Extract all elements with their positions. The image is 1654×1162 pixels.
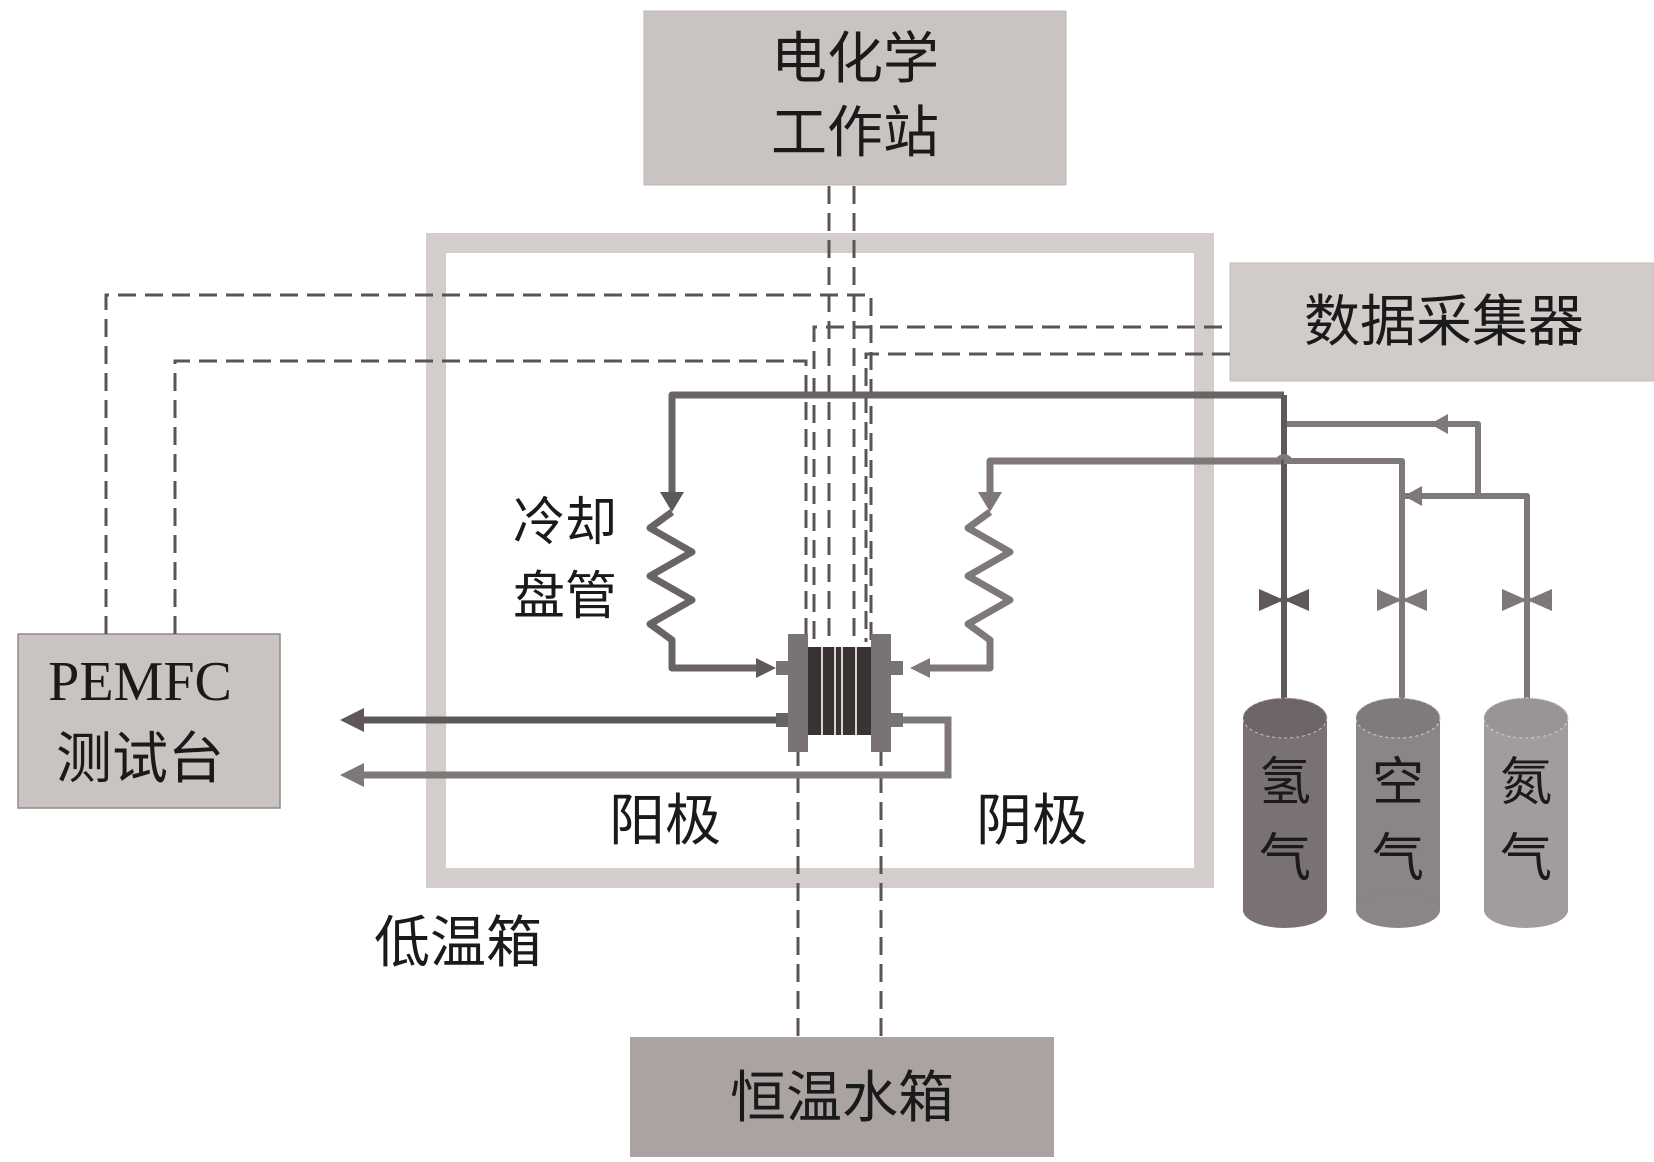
- anode-label: 阳极: [609, 789, 721, 854]
- fuel-cell-stack: [776, 634, 903, 752]
- air-label-line2: 气: [1372, 829, 1424, 889]
- daq-signal-line-1: [812, 325, 1222, 642]
- data-acquisition-label: 数据采集器: [1304, 290, 1584, 355]
- cooling-coil-right: [926, 457, 1284, 672]
- nitrogen-valve-icon[interactable]: [1502, 589, 1552, 611]
- cooling-coil-right-down-arrow: [978, 492, 1002, 512]
- nitrogen-to-hydrogen-arrow: [1430, 414, 1448, 434]
- low-temp-chamber: [426, 233, 1214, 888]
- pemfc-test-bench-label-line2: 测试台: [56, 727, 224, 792]
- stack-inlet-arrow-left: [756, 658, 776, 678]
- air-valve-icon[interactable]: [1377, 589, 1427, 611]
- electrochemical-workstation-box: 电化学 工作站: [643, 10, 1067, 186]
- nitrogen-purge-line-1: [1287, 421, 1481, 496]
- nitrogen-cylinder: 氮 气: [1483, 697, 1569, 928]
- nitrogen-to-air-arrow: [1404, 486, 1422, 506]
- hydrogen-label-line1: 氢: [1259, 753, 1311, 813]
- electrochemical-workstation-label-line2: 工作站: [771, 101, 939, 166]
- exhaust-lines: [362, 716, 952, 779]
- cathode-exhaust-line: [362, 716, 952, 779]
- cathode-label: 阴极: [976, 789, 1088, 854]
- air-supply-line: [1284, 458, 1405, 700]
- thermostatic-water-tank-box: 恒温水箱: [630, 1037, 1054, 1157]
- cooling-coil-left-down-arrow: [660, 492, 684, 512]
- pipe-crossover: [1275, 454, 1293, 463]
- pemfc-test-bench-label-line1: PEMFC: [48, 651, 232, 713]
- testbench-signal-line-inner: [173, 359, 808, 642]
- nitrogen-purge-line-2: [1404, 493, 1530, 700]
- pemfc-test-bench-box: PEMFC 测试台: [17, 633, 281, 809]
- data-acquisition-box: 数据采集器: [1229, 262, 1654, 382]
- low-temp-chamber-label: 低温箱: [374, 911, 542, 976]
- cooling-coil-left: [646, 391, 1284, 672]
- thermostatic-water-tank-label: 恒温水箱: [730, 1066, 954, 1131]
- electrochemical-workstation-label-line1: 电化学: [771, 27, 939, 92]
- nitrogen-label-line2: 气: [1500, 829, 1552, 889]
- air-label-line1: 空: [1372, 753, 1424, 813]
- cooling-coil-label-line1: 冷却: [513, 493, 617, 553]
- hydrogen-label-line2: 气: [1259, 829, 1311, 889]
- hydrogen-cylinder: 氢 气: [1242, 697, 1328, 928]
- cathode-exhaust-arrow: [340, 763, 364, 787]
- testbench-signal-line-outer: [104, 293, 873, 642]
- daq-signal-line-2: [864, 352, 1230, 642]
- anode-exhaust-arrow: [340, 708, 364, 732]
- gas-supply-lines: [1281, 395, 1530, 700]
- stack-inlet-arrow-right: [910, 658, 930, 678]
- signal-lines: [104, 186, 1230, 1037]
- air-cylinder: 空 气: [1355, 697, 1441, 928]
- hydrogen-valve-icon[interactable]: [1259, 589, 1309, 611]
- cooling-coil-label-line2: 盘管: [513, 567, 617, 627]
- nitrogen-label-line1: 氮: [1500, 753, 1552, 813]
